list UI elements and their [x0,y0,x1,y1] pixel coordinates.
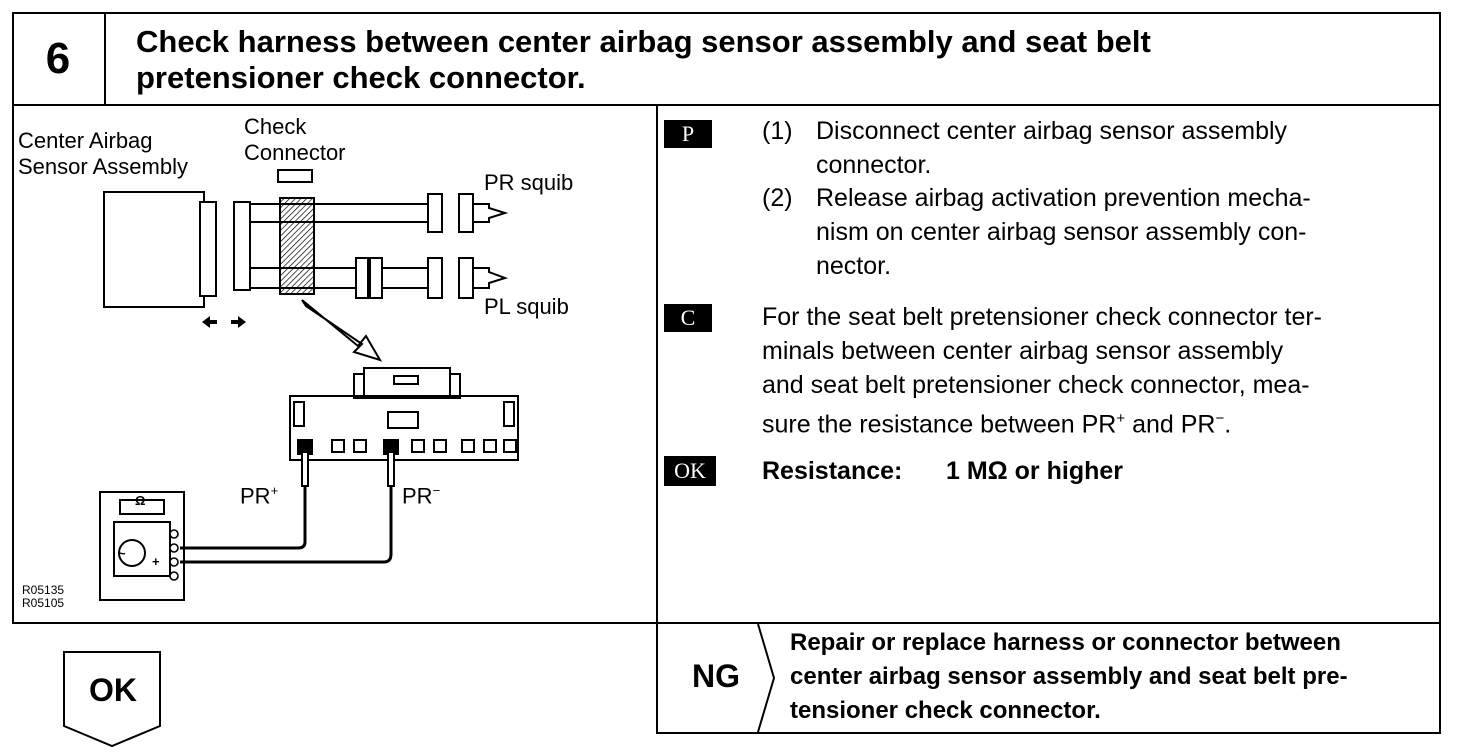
check-connector-hatched [279,197,315,295]
badge-c: C [664,304,712,332]
step2-number: (2) [762,184,793,212]
label-check-line-1: Check [244,114,307,139]
step1-line-2: connector. [816,151,932,179]
ref-code-2: R05105 [22,596,65,610]
wiring-diagram: Center Airbag Sensor Assembly Check Conn… [14,106,655,622]
check-line-4: sure the resistance between PR+ and PR−. [762,410,1232,439]
ok-flow-label: OK [89,672,137,708]
ng-line-3: tensioner check connector. [790,697,1101,724]
step2-line-1: Release airbag activation prevention mec… [816,184,1311,212]
ok-flow-arrow [63,651,161,748]
reference-codes: R05135 R05105 [22,584,64,610]
ng-text: Repair or replace harness or connector b… [790,626,1432,728]
step-title-line-2: pretensioner check connector. [136,60,586,95]
harness-connector [233,201,251,291]
connector-face [289,395,519,461]
ng-box [656,622,1441,734]
check-connector-tag [277,169,313,183]
column-divider [656,104,658,732]
step2-line-3: nector. [816,252,892,280]
label-pr-plus: PR+ [240,483,279,509]
step2-line-2: nism on center airbag sensor assembly co… [816,218,1307,246]
label-pr-minus: PR− [402,483,441,509]
spec-label: Resistance: [762,457,903,485]
step-title: Check harness between center airbag sens… [136,24,1416,96]
meter-plus: + [152,554,160,569]
sensor-assembly-block [103,191,205,308]
label-check-line-2: Connector [244,140,346,165]
label-sensor-line-1: Center Airbag [18,128,153,153]
label-pl-squib: PL squib [484,294,569,319]
step-title-line-1: Check harness between center airbag sens… [136,24,1151,59]
spec-value: 1 MΩ or higher [946,457,1124,485]
label-sensor-line-2: Sensor Assembly [18,154,188,179]
step2-text: Release airbag activation prevention mec… [816,181,1430,283]
badge-ok: OK [664,456,716,486]
step1-text: Disconnect center airbag sensor assembly… [816,114,1430,182]
step1-number: (1) [762,117,793,145]
check-line-1: For the seat belt pretensioner check con… [762,303,1323,331]
ref-code-1: R05135 [22,583,65,597]
step-header-box [12,12,1441,106]
ng-line-1: Repair or replace harness or connector b… [790,629,1341,656]
step1-line-1: Disconnect center airbag sensor assembly [816,117,1288,145]
badge-p: P [664,120,712,148]
ng-line-2: center airbag sensor assembly and seat b… [790,663,1348,690]
meter-symbol: Ω [135,493,146,508]
meter-tilde: ~ [118,546,126,561]
check-text: For the seat belt pretensioner check con… [762,300,1430,441]
step-number: 6 [12,12,106,106]
check-line-3: and seat belt pretensioner check connect… [762,371,1310,399]
ng-chevron [757,624,776,732]
check-line-2: minals between center airbag sensor asse… [762,337,1284,365]
ng-label: NG [692,658,740,694]
ohmmeter [99,491,185,601]
label-pr-squib: PR squib [484,170,574,195]
sensor-connector [199,201,217,297]
diagram-drawing [99,169,519,601]
